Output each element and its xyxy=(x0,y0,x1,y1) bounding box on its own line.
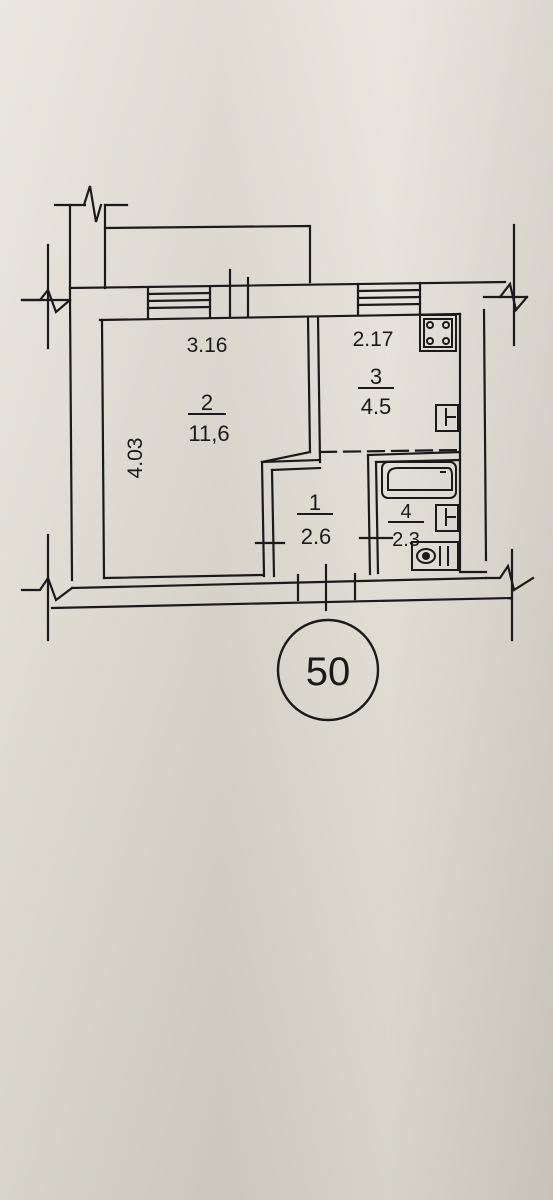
room-2-label: 2 11,6 xyxy=(188,390,230,446)
room-4-number: 4 xyxy=(400,501,411,523)
room-3-label: 3 4.5 xyxy=(358,364,394,419)
room-4-area: 2.3 xyxy=(392,529,420,551)
room-1-number: 1 xyxy=(309,490,321,515)
dimension-room2-width: 3.16 xyxy=(187,334,228,357)
upper-outline xyxy=(53,185,312,302)
stove-icon xyxy=(419,314,457,352)
room-2-number: 2 xyxy=(201,390,213,415)
partition-room2-room3 xyxy=(260,315,322,578)
room-2-area: 11,6 xyxy=(188,421,229,446)
room-4-label: 4 2.3 xyxy=(388,501,424,551)
washbasin-icon xyxy=(435,504,459,532)
room-3-area: 4.5 xyxy=(361,394,392,419)
dimension-room2-depth: 4.03 xyxy=(124,438,147,479)
entrance-door xyxy=(296,563,357,612)
dimension-room3-width: 2.17 xyxy=(353,328,394,351)
apartment-number-badge: 50 xyxy=(276,618,380,722)
apartment-number: 50 xyxy=(306,650,351,694)
toilet-icon xyxy=(411,541,459,571)
dashed-opening xyxy=(318,448,462,454)
room-3-number: 3 xyxy=(370,364,382,389)
outer-right-wall xyxy=(458,223,535,642)
outer-left-wall xyxy=(20,243,106,642)
wall-ticks xyxy=(254,536,394,545)
room-1-label: 1 2.6 xyxy=(297,490,333,549)
window-room2 xyxy=(146,268,250,320)
kitchen-sink-icon xyxy=(435,404,459,432)
room-1-area: 2.6 xyxy=(301,524,332,549)
window-room3 xyxy=(356,281,422,317)
bathtub-icon xyxy=(381,461,457,499)
outer-bottom-wall xyxy=(50,570,514,610)
